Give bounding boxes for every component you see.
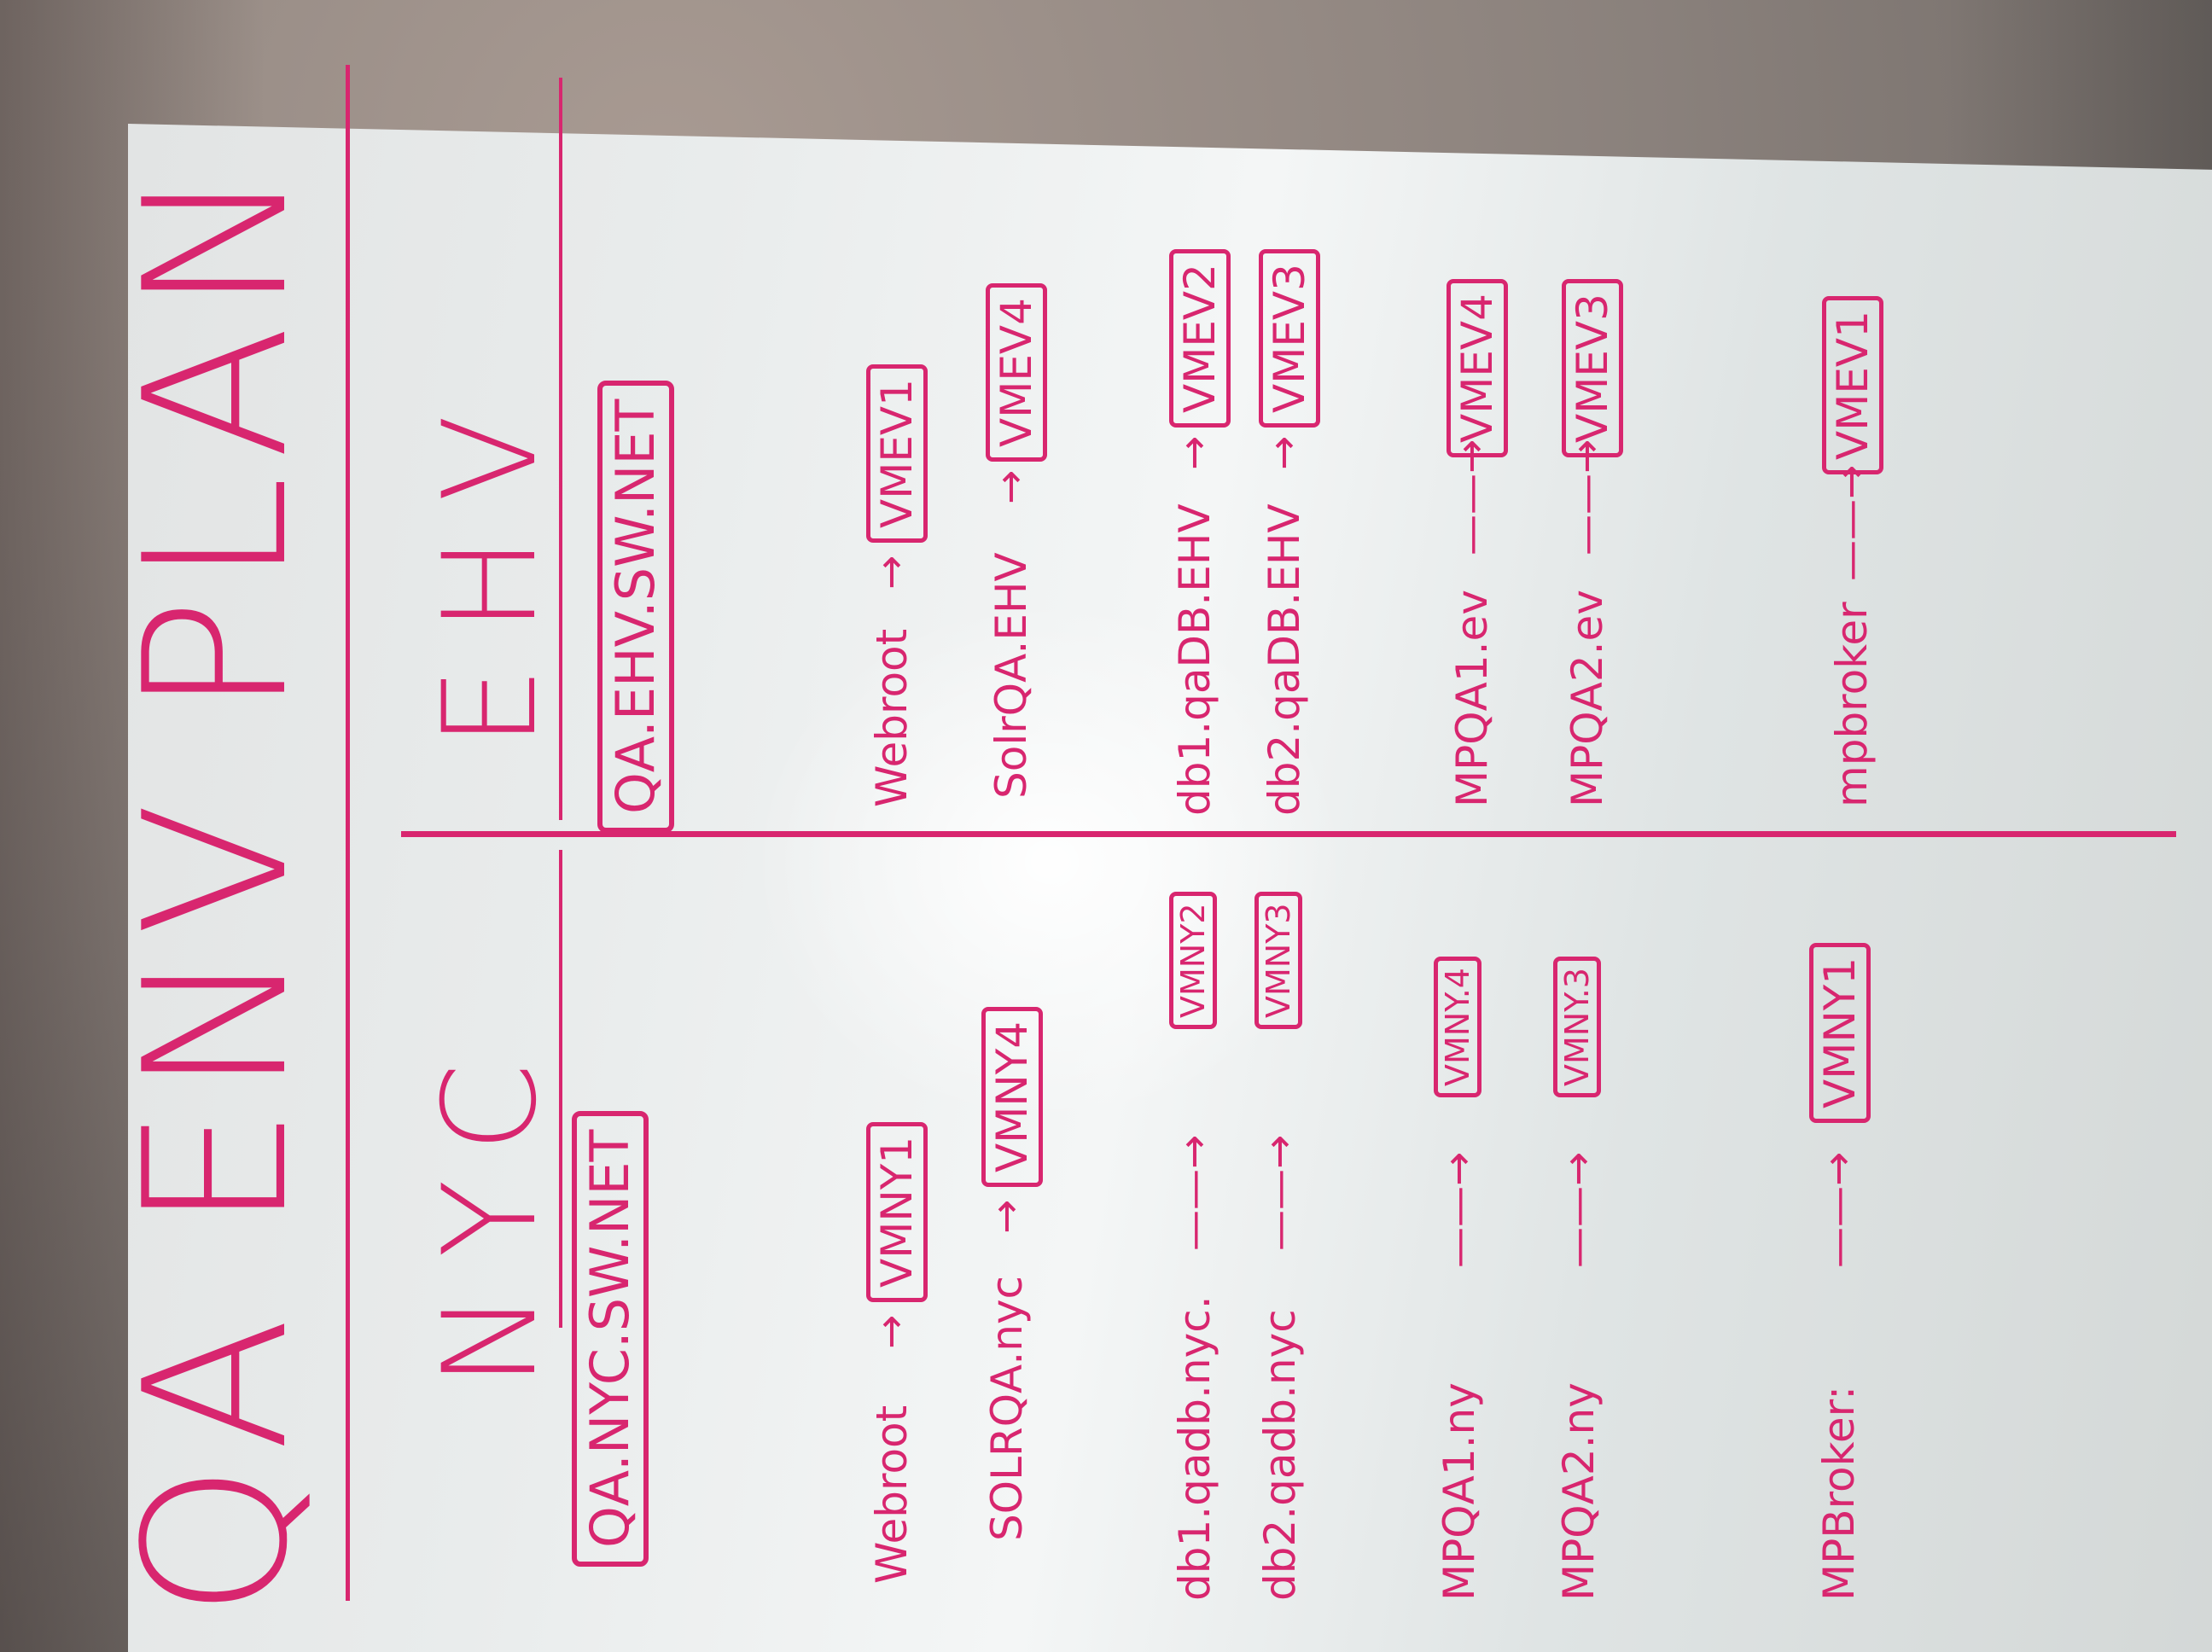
nyc-arrow: ——→	[1814, 1151, 1862, 1268]
nyc-vm-box: VMNY4	[981, 1006, 1043, 1187]
nyc-source: MPQA2.ny	[1554, 1382, 1604, 1601]
nyc-vm-box: VMNY.4	[1434, 957, 1481, 1097]
ehv-heading: EHV	[416, 380, 565, 747]
ehv-vm-box: VMEV4	[986, 283, 1047, 462]
ehv-arrow: →	[1260, 435, 1307, 470]
nyc-host-box: QA.NYC.SW.NET	[572, 1110, 649, 1567]
ehv-source: MPQA2.ev	[1563, 590, 1612, 807]
ehv-arrow: ——→	[1827, 464, 1875, 581]
nyc-arrow: →	[867, 1314, 915, 1349]
ehv-vm-box: VMEV1	[1822, 296, 1883, 474]
nyc-source: db2.qadb.nyc	[1255, 1309, 1305, 1601]
nyc-heading: NYC	[416, 1028, 565, 1387]
ehv-arrow: →	[987, 469, 1034, 504]
ehv-vm-box: VMEV3	[1259, 249, 1320, 428]
ehv-host-box: QA.EHV.SW.NET	[597, 380, 674, 833]
page-title: QA ENV PLAN	[103, 154, 331, 1618]
nyc-vm-box: VMNY3	[1254, 892, 1302, 1029]
nyc-arrow: ——→	[1554, 1151, 1602, 1268]
title-underline	[346, 65, 350, 1601]
ehv-source: mpbroker	[1827, 602, 1877, 807]
ehv-source: MPQA1.ev	[1447, 590, 1497, 807]
nyc-vm-box: VMNY1	[866, 1121, 928, 1302]
ehv-vm-box: VMEV2	[1169, 249, 1231, 428]
ehv-vm-box: VMEV4	[1447, 279, 1508, 457]
nyc-vm-box: VMNY.3	[1553, 957, 1601, 1097]
nyc-source: MPBroker:	[1814, 1385, 1864, 1601]
ehv-arrow: →	[867, 555, 915, 590]
ehv-source: SolrQA.EHV	[987, 552, 1036, 799]
nyc-source: MPQA1.ny	[1435, 1382, 1484, 1601]
ehv-source: db1.qaDB.EHV	[1170, 503, 1220, 816]
ehv-source: db2.qaDB.EHV	[1260, 503, 1309, 816]
nyc-vm-box: VMNY2	[1169, 892, 1217, 1029]
ehv-source: Webroot	[867, 628, 917, 807]
nyc-vm-box: VMNY1	[1809, 942, 1871, 1123]
nyc-arrow: ——→	[1255, 1134, 1303, 1251]
nyc-source: db1.qadb.nyc.	[1170, 1295, 1220, 1601]
ehv-vm-box: VMEV1	[866, 364, 928, 543]
nyc-arrow: →	[982, 1199, 1030, 1234]
nyc-source: Webroot	[867, 1405, 917, 1584]
nyc-arrow: ——→	[1170, 1134, 1218, 1251]
ehv-vm-box: VMEV3	[1562, 279, 1623, 457]
nyc-arrow: ——→	[1435, 1151, 1482, 1268]
ehv-arrow: →	[1170, 435, 1218, 470]
nyc-source: SOLRQA.nyc	[982, 1275, 1032, 1541]
